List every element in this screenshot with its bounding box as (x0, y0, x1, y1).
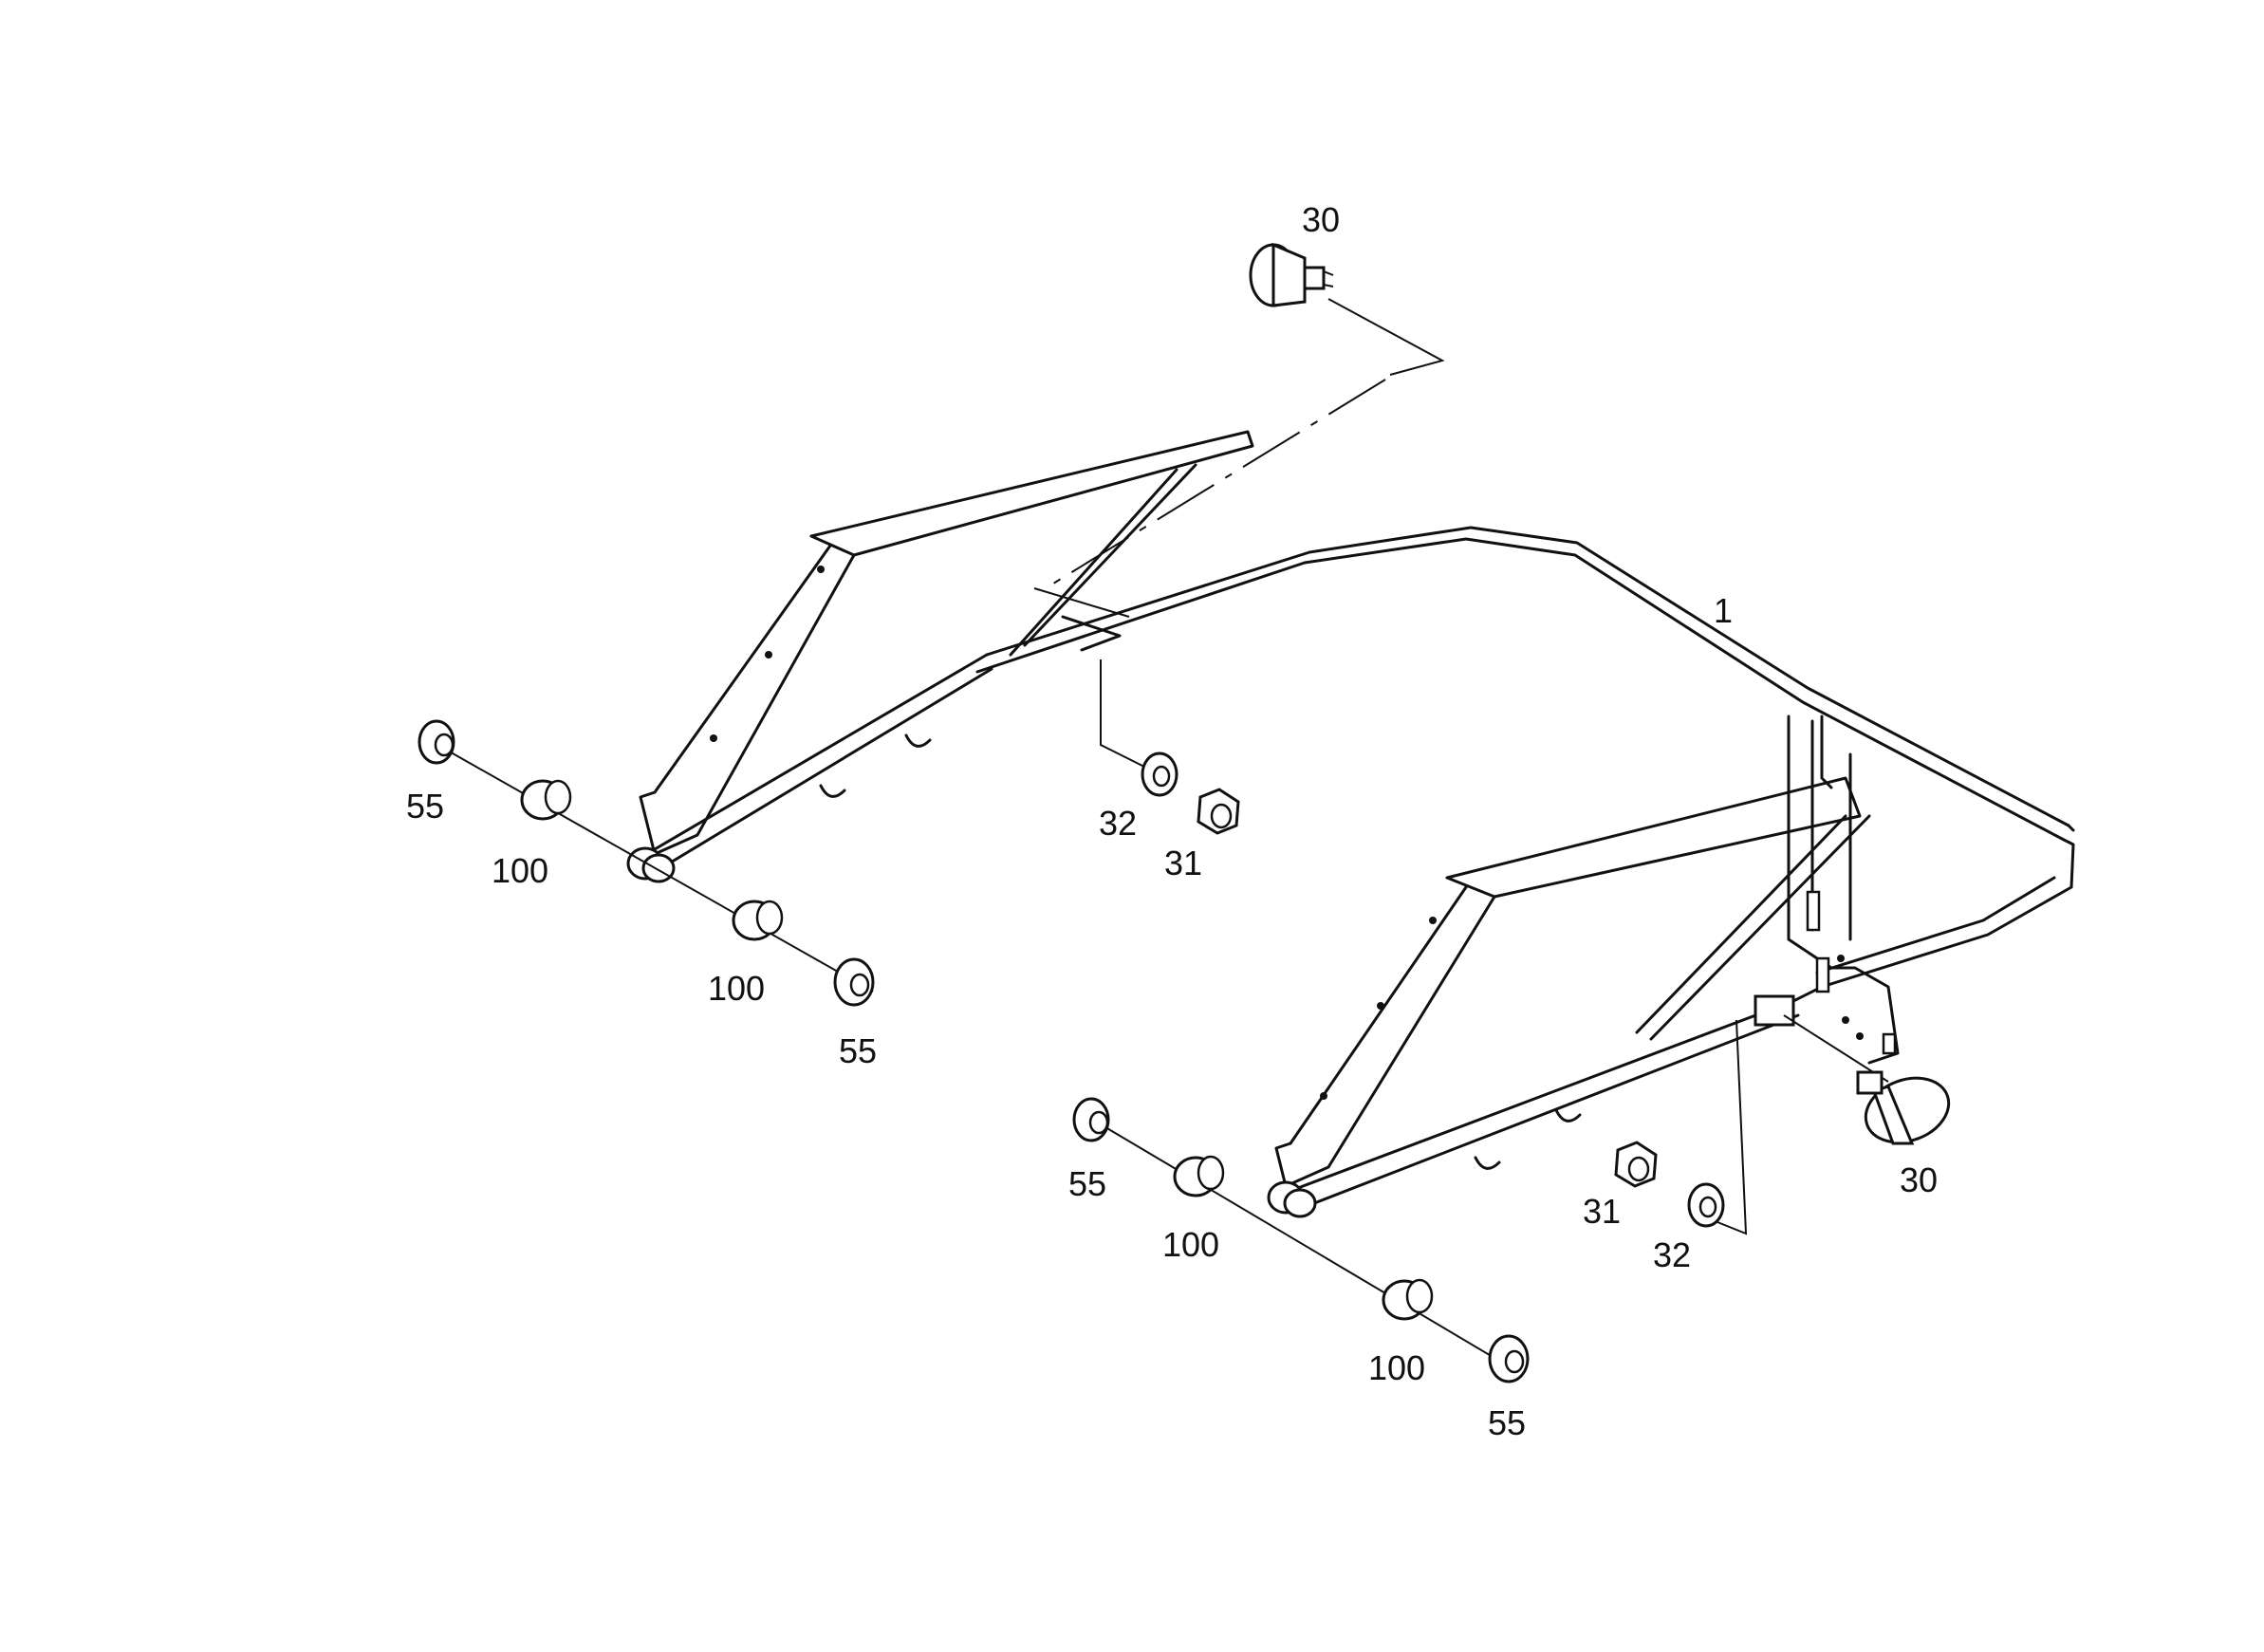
bushing-100-b (732, 900, 784, 941)
callout-100-d: 100 (1367, 1348, 1426, 1387)
main-frame (975, 526, 2075, 1065)
callout-1: 1 (1713, 591, 1734, 630)
callout-32-a: 32 (1098, 804, 1138, 843)
callout-55-b: 55 (838, 1031, 878, 1070)
callout-31-b: 31 (1582, 1192, 1622, 1231)
callout-32-b: 32 (1652, 1235, 1692, 1274)
callout-100-c: 100 (1161, 1225, 1220, 1264)
nut-31-b (1614, 1141, 1658, 1188)
callout-100-a: 100 (491, 851, 549, 890)
callout-30-top: 30 (1301, 200, 1341, 239)
leader-lines (445, 298, 1889, 1367)
rubber-buffer-30-right (1856, 1070, 1951, 1145)
washer-55-b (833, 957, 875, 1007)
nut-31-a (1197, 788, 1240, 835)
washer-32-b (1687, 1182, 1725, 1228)
washer-32-a (1141, 752, 1178, 797)
callout-55-c: 55 (1067, 1164, 1107, 1203)
right-arm (1267, 776, 1871, 1218)
washer-55-d (1488, 1334, 1530, 1383)
left-arm (626, 430, 1254, 883)
callout-55-a: 55 (405, 787, 445, 826)
washer-55-c (1072, 1097, 1110, 1142)
rubber-buffer-30-top (1249, 242, 1334, 307)
bushing-100-a (520, 779, 572, 821)
callout-30-right: 30 (1899, 1160, 1939, 1199)
bushing-100-d (1382, 1278, 1434, 1321)
bushing-100-c (1173, 1155, 1225, 1197)
callout-31-a: 31 (1163, 844, 1203, 882)
callout-100-b: 100 (707, 969, 766, 1008)
callout-55-d: 55 (1487, 1403, 1527, 1442)
washer-55-a (418, 719, 455, 765)
